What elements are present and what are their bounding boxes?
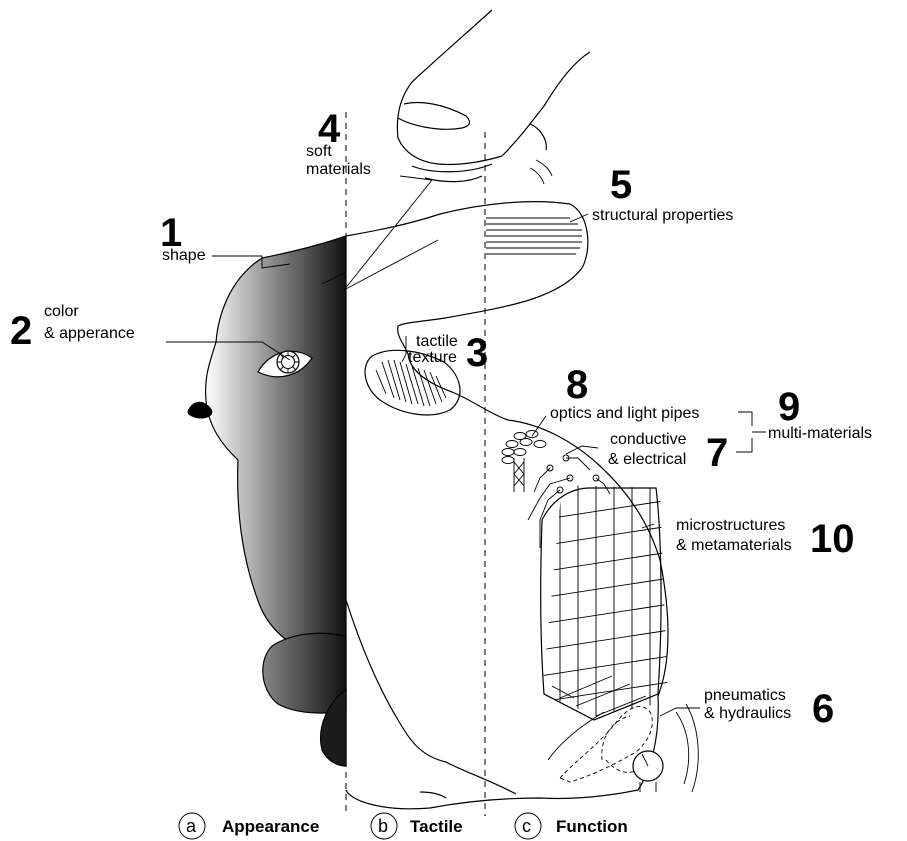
lattice-block: [540, 480, 670, 720]
callout-7-label-line2: & electrical: [608, 451, 686, 468]
callout-6-label-line2: & hydraulics: [704, 705, 791, 722]
section-c-letter: c: [522, 816, 531, 836]
section-b-label: Tactile: [410, 817, 463, 836]
callout-10: microstructures & metamaterials 10: [676, 517, 855, 561]
callout-6: pneumatics & hydraulics 6: [704, 687, 834, 731]
callout-3-number: 3: [466, 331, 488, 375]
callout-2-label-line1: color: [44, 303, 79, 320]
callout-6-label-line1: pneumatics: [704, 687, 786, 704]
structural-stripes: [486, 218, 582, 254]
bunny-appearance-half: [187, 236, 346, 766]
callout-4: 4 soft materials: [306, 107, 371, 178]
callout-5-number: 5: [610, 163, 632, 207]
section-function: c Function: [515, 813, 628, 839]
section-c-label: Function: [556, 817, 628, 836]
callout-7-number: 7: [706, 431, 728, 475]
callout-10-label-line2: & metamaterials: [676, 537, 792, 554]
pneumatics: [548, 704, 698, 792]
callout-10-label-line1: microstructures: [676, 517, 785, 534]
callout-7: conductive & electrical 7: [608, 431, 728, 475]
callout-7-label-line1: conductive: [610, 431, 687, 448]
callout-10-number: 10: [810, 517, 855, 561]
callout-9-label: multi-materials: [768, 425, 872, 442]
finger: [397, 10, 590, 184]
callout-5-label: structural properties: [592, 207, 733, 224]
callout-2-number: 2: [10, 309, 32, 353]
callout-9: 9 multi-materials: [768, 385, 872, 442]
callout-8-label: optics and light pipes: [550, 405, 699, 422]
callout-5: 5 structural properties: [592, 163, 733, 224]
callout-6-number: 6: [812, 687, 834, 731]
callout-2-label-line2: & apperance: [44, 325, 135, 342]
conductive-traces: [528, 446, 610, 548]
callout-3-label-line2: texture: [408, 349, 457, 366]
section-a-letter: a: [186, 816, 197, 836]
callout-3: tactile texture 3: [408, 331, 488, 375]
callout-9-number: 9: [778, 385, 800, 429]
callout-3-label-line1: tactile: [416, 333, 458, 350]
callout-8-number: 8: [566, 363, 588, 407]
callout-4-label-line1: soft: [306, 143, 332, 160]
callout-1-label: shape: [162, 247, 206, 264]
callout-8: 8 optics and light pipes: [550, 363, 699, 422]
callout-2: 2 color & apperance: [10, 303, 135, 353]
section-tactile: b Tactile: [371, 813, 463, 839]
section-a-label: Appearance: [222, 817, 319, 836]
section-b-letter: b: [378, 816, 388, 836]
section-appearance: a Appearance: [179, 813, 319, 839]
callout-4-label-line2: materials: [306, 161, 371, 178]
callout-1: 1 shape: [160, 211, 206, 264]
